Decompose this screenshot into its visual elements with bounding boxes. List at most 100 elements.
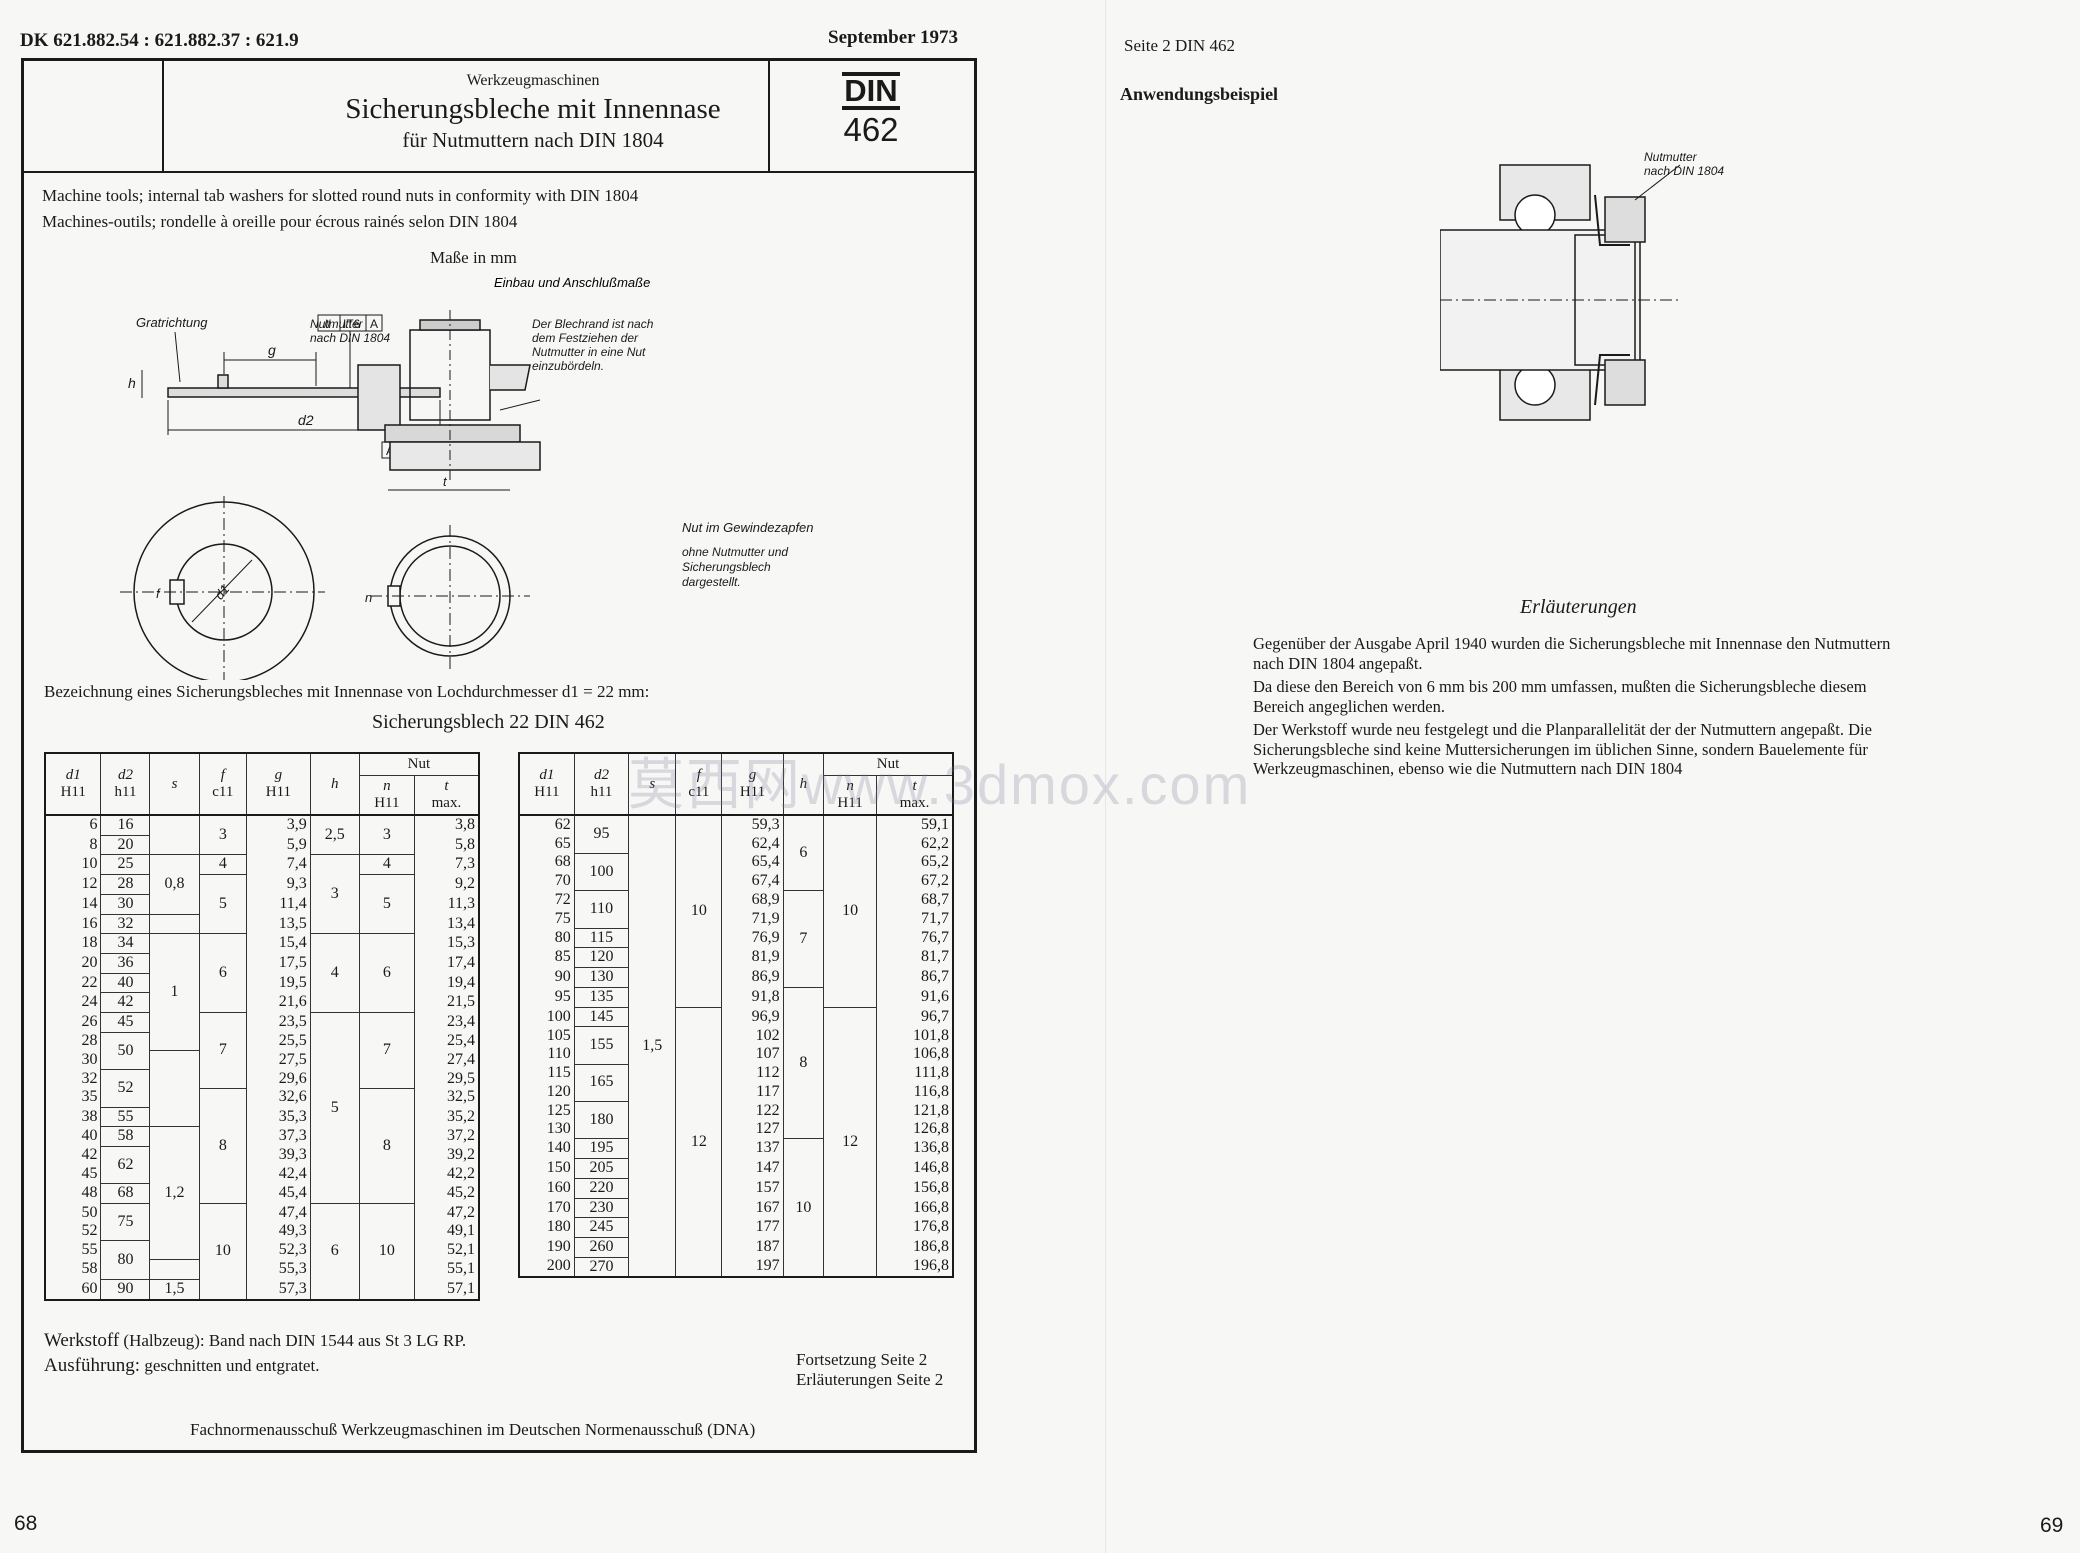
cell-d1: 50 bbox=[44, 1203, 102, 1223]
label-n: n bbox=[365, 590, 372, 605]
cell-d2: 52 bbox=[100, 1069, 151, 1108]
cell-s: 0,8 bbox=[149, 854, 200, 915]
cell-d2: 68 bbox=[100, 1183, 151, 1205]
cell-t: 42,2 bbox=[413, 1165, 480, 1184]
cell-d2: 245 bbox=[573, 1217, 630, 1238]
cell-s bbox=[149, 814, 200, 856]
cell-h: 2,5 bbox=[309, 814, 360, 856]
cell-d1: 38 bbox=[44, 1107, 102, 1127]
cell-d2: 205 bbox=[573, 1158, 630, 1179]
cell-d2: 80 bbox=[100, 1240, 151, 1280]
cell-t: 39,2 bbox=[413, 1146, 480, 1166]
cell-g: 55,3 bbox=[246, 1259, 311, 1280]
ausfuehrung-text: geschnitten und entgratet. bbox=[144, 1356, 320, 1375]
cell-t: 166,8 bbox=[876, 1198, 954, 1218]
cell-d1: 150 bbox=[518, 1158, 575, 1179]
cell-t: 5,8 bbox=[413, 835, 480, 855]
cell-d1: 26 bbox=[44, 1012, 102, 1033]
cell-s: 1,2 bbox=[149, 1126, 200, 1261]
cell-g: 96,9 bbox=[721, 1007, 784, 1027]
cell-t: 32,5 bbox=[413, 1088, 480, 1108]
designation-example: Sicherungsblech 22 DIN 462 bbox=[372, 711, 605, 733]
cell-d2: 30 bbox=[100, 893, 151, 915]
publication-date: September 1973 bbox=[828, 27, 958, 48]
cell-t: 35,2 bbox=[413, 1107, 480, 1127]
cell-g: 27,5 bbox=[246, 1050, 311, 1070]
cell-t: 13,4 bbox=[413, 914, 480, 934]
explanation-paragraph-2: Da diese den Bereich von 6 mm bis 200 mm… bbox=[1253, 677, 1867, 716]
cell-f: 4 bbox=[198, 854, 248, 876]
cell-t: 55,1 bbox=[413, 1259, 480, 1280]
cell-d1: 32 bbox=[44, 1069, 102, 1089]
cell-t: 156,8 bbox=[876, 1178, 954, 1199]
label-h: h bbox=[128, 375, 136, 391]
cell-g: 71,9 bbox=[721, 909, 784, 929]
cell-t: 68,7 bbox=[876, 890, 954, 910]
cell-t: 67,2 bbox=[876, 872, 954, 891]
cell-d2: 165 bbox=[573, 1063, 630, 1103]
cell-g: 49,3 bbox=[246, 1222, 311, 1241]
cell-d1: 52 bbox=[44, 1222, 102, 1241]
cell-d1: 10 bbox=[44, 854, 102, 875]
cell-g: 67,4 bbox=[721, 872, 784, 891]
cell-g: 25,5 bbox=[246, 1032, 311, 1051]
cell-d2: 36 bbox=[100, 952, 151, 974]
cell-g: 68,9 bbox=[721, 890, 784, 910]
washer-front-view: d1 f bbox=[120, 496, 325, 680]
cell-n: 10 bbox=[823, 814, 878, 1008]
fortsetzung: Fortsetzung Seite 2 bbox=[796, 1350, 928, 1369]
cell-d2: 95 bbox=[573, 814, 630, 854]
cell-f: 8 bbox=[198, 1087, 248, 1205]
cell-d1: 60 bbox=[44, 1279, 102, 1300]
cell-n: 6 bbox=[358, 933, 415, 1014]
header-nut: Nut bbox=[358, 752, 480, 776]
cell-d2: 34 bbox=[100, 933, 151, 954]
cell-d1: 80 bbox=[518, 928, 575, 948]
page-gutter bbox=[1105, 0, 1106, 1553]
cell-g: 197 bbox=[721, 1257, 784, 1278]
cell-d1: 30 bbox=[44, 1050, 102, 1070]
cell-h: 8 bbox=[782, 986, 825, 1140]
cell-d1: 42 bbox=[44, 1146, 102, 1166]
label-g: g bbox=[268, 342, 276, 358]
cell-g: 47,4 bbox=[246, 1203, 311, 1223]
cell-t: 49,1 bbox=[413, 1222, 480, 1241]
cell-g: 37,3 bbox=[246, 1126, 311, 1147]
cell-t: 7,3 bbox=[413, 854, 480, 875]
cell-d1: 200 bbox=[518, 1257, 575, 1278]
cell-d2: 28 bbox=[100, 874, 151, 895]
cell-t: 9,2 bbox=[413, 874, 480, 895]
header-h: h bbox=[782, 752, 825, 816]
cell-t: 96,7 bbox=[876, 1007, 954, 1027]
cell-d1: 20 bbox=[44, 953, 102, 974]
cell-t: 25,4 bbox=[413, 1032, 480, 1051]
cell-d2: 25 bbox=[100, 854, 151, 876]
label-f: f bbox=[156, 586, 161, 601]
cell-d2: 220 bbox=[573, 1177, 630, 1199]
cell-g: 35,3 bbox=[246, 1107, 311, 1127]
cell-d2: 195 bbox=[573, 1138, 630, 1160]
watermark: 莫西网www.3dmox.com bbox=[628, 753, 1252, 816]
cell-h: 6 bbox=[309, 1203, 360, 1301]
cell-d1: 35 bbox=[44, 1088, 102, 1108]
cell-d1: 70 bbox=[518, 872, 575, 891]
